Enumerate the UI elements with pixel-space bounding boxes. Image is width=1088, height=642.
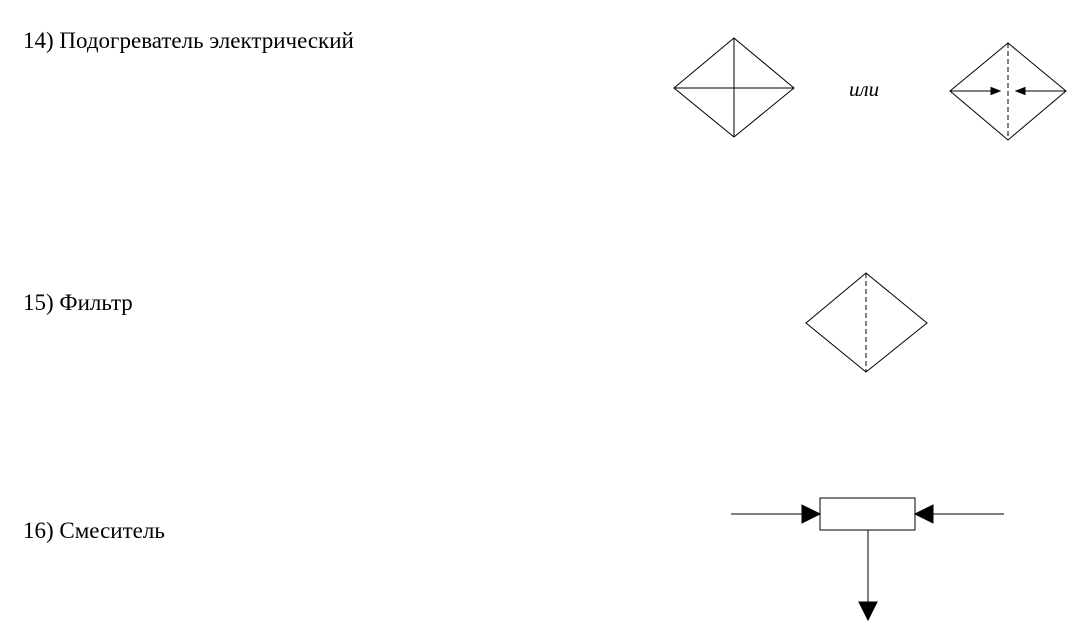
electric-heater-symbol-alternative <box>949 42 1067 141</box>
mixer-outlet-arrowhead <box>858 601 878 622</box>
item-14-label: 14) Подогреватель электрический <box>23 28 354 53</box>
heater-alt-left-arrowhead <box>990 86 1002 96</box>
heater-alt-right-arrowhead <box>1014 86 1026 96</box>
item-16-label: 16) Смеситель <box>23 518 165 543</box>
mixer-right-inlet-arrowhead <box>913 504 934 524</box>
mixer-body-rectangle <box>819 497 916 531</box>
item-15-label: 15) Фильтр <box>23 290 133 315</box>
filter-symbol <box>805 272 928 373</box>
mixer-left-inlet-arrowhead <box>801 504 822 524</box>
electric-heater-symbol-cross <box>673 37 795 138</box>
alternative-separator-text: или <box>849 77 880 101</box>
mixer-symbol <box>731 497 1004 622</box>
